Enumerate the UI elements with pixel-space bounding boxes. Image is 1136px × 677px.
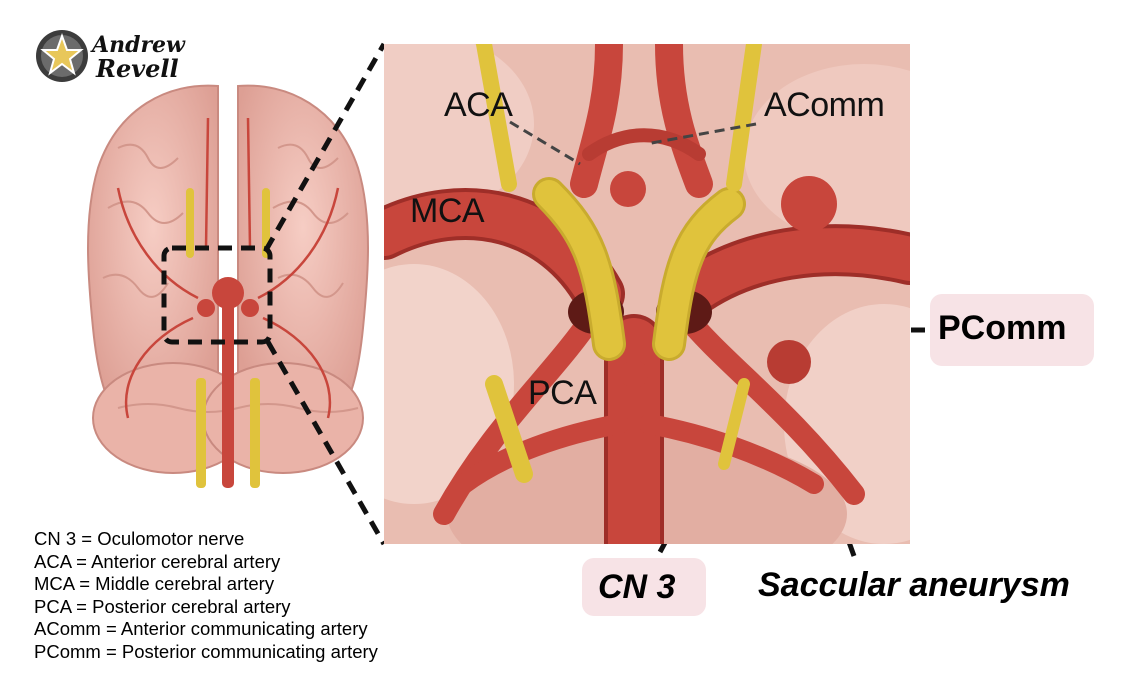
legend-item: AComm = Anterior communicating artery bbox=[34, 618, 368, 640]
logo-line1: Andrew bbox=[90, 32, 186, 58]
author-logo: Andrew Revell bbox=[34, 22, 194, 92]
zoomed-circle-of-willis bbox=[384, 44, 910, 544]
logo-line2: Revell bbox=[95, 54, 179, 83]
legend-item: MCA = Middle cerebral artery bbox=[34, 573, 275, 595]
label-mca: MCA bbox=[410, 192, 485, 230]
callout-pcomm-text: PComm bbox=[938, 309, 1067, 347]
label-pca: PCA bbox=[528, 374, 597, 412]
callout-cn3-text: CN 3 bbox=[598, 568, 676, 606]
legend-item: CN 3 = Oculomotor nerve bbox=[34, 528, 245, 549]
callout-pcomm: PComm bbox=[930, 294, 1094, 366]
label-aca: ACA bbox=[444, 86, 513, 124]
legend-item: ACA = Anterior cerebral artery bbox=[34, 550, 281, 572]
label-acomm: AComm bbox=[764, 86, 885, 124]
abbreviation-legend: CN 3 = Oculomotor nerve ACA = Anterior c… bbox=[34, 528, 474, 664]
legend-item: PComm = Posterior communicating artery bbox=[34, 640, 378, 662]
callout-cn3: CN 3 bbox=[582, 558, 706, 616]
brain-illustration bbox=[78, 78, 378, 498]
logo-star-icon: Andrew Revell bbox=[36, 30, 186, 83]
inset-box bbox=[161, 245, 273, 345]
label-saccular-aneurysm: Saccular aneurysm bbox=[758, 566, 1070, 604]
legend-item: PCA = Posterior cerebral artery bbox=[34, 595, 291, 617]
